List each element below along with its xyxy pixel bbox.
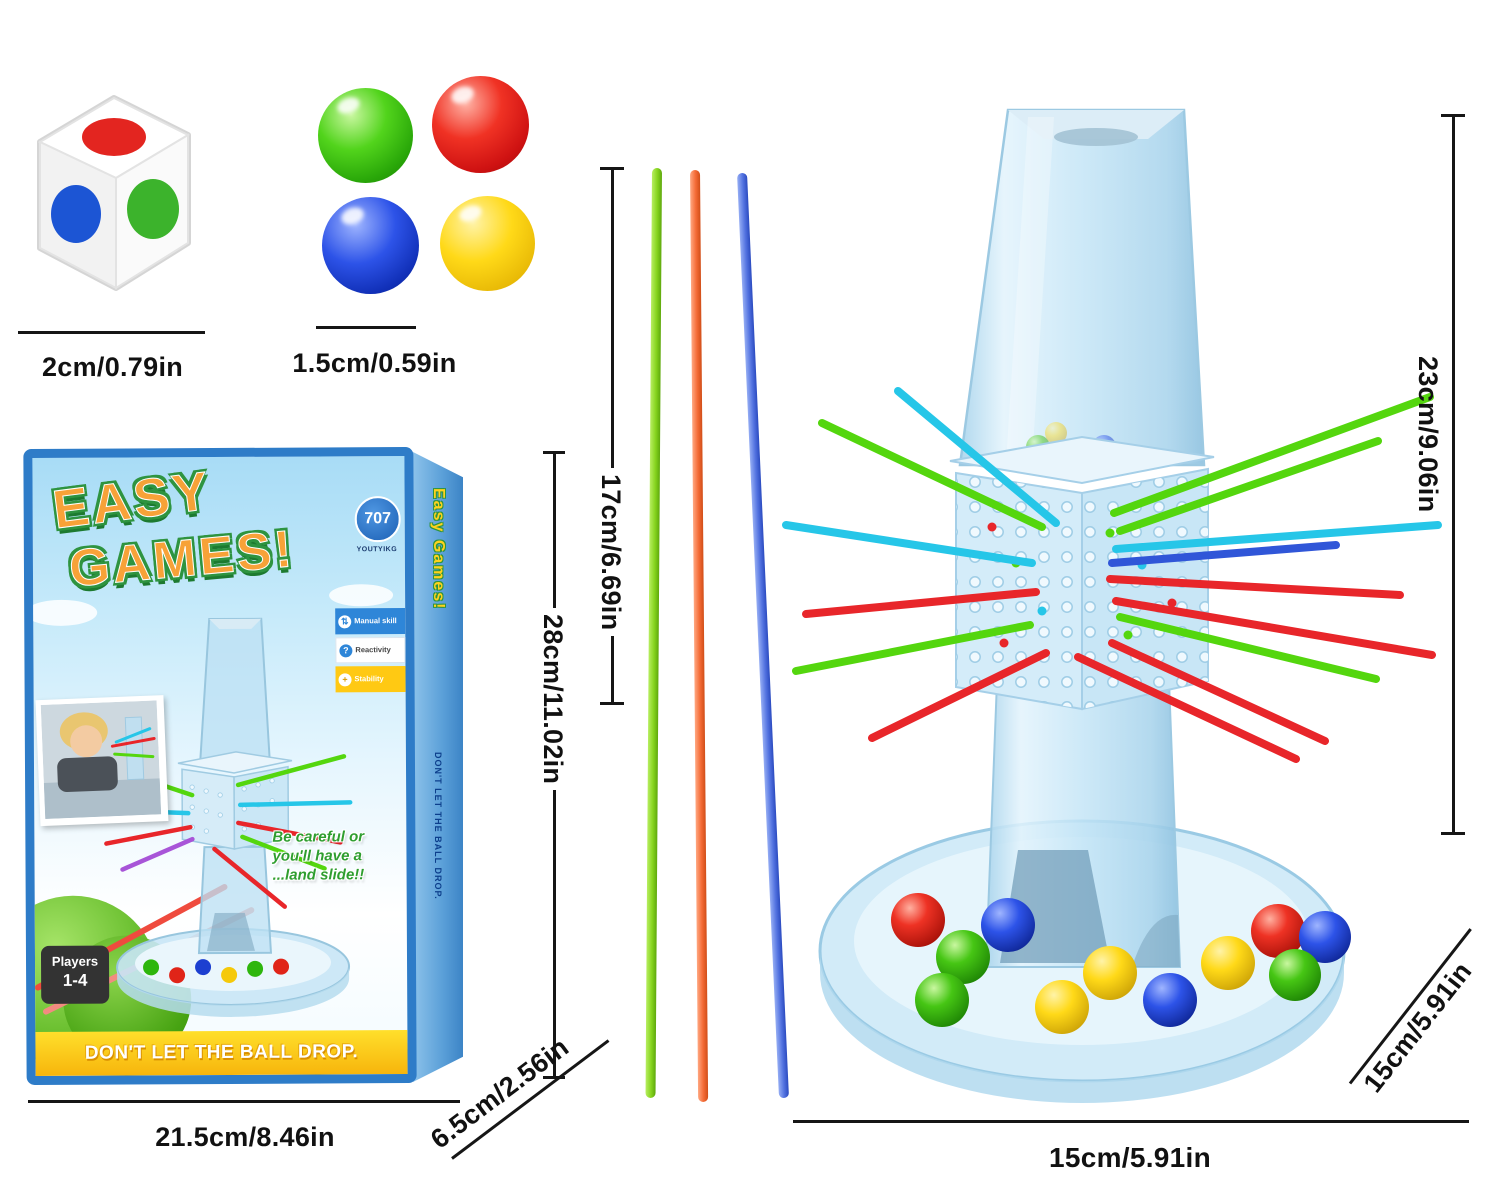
caution-text: Be careful or you'll have a ...land slid… [272, 828, 402, 885]
box-tower-illustration [91, 617, 353, 1017]
base-width-label: 15cm/5.91in [1048, 1142, 1212, 1173]
box-width-label: 21.5cm/8.46in [155, 1122, 335, 1152]
players-badge: Players 1-4 [40, 945, 110, 1004]
dice-dimension-label: 2cm/0.79in [41, 352, 184, 382]
inserted-sticks [782, 387, 1442, 763]
box-height-label: 28cm/11.02in [536, 608, 569, 791]
box-side-title: Easy Games! [430, 488, 447, 611]
ball-green [318, 88, 413, 183]
brand-badge-label: 707 [364, 510, 392, 528]
base-width-line [793, 1120, 1469, 1123]
dice-photo [37, 95, 191, 291]
game-stick-green [645, 167, 662, 1099]
ball-yellow [440, 196, 535, 291]
assembled-game-tower [782, 108, 1442, 1103]
dice-blue-dot [51, 185, 101, 243]
ball-dimension-label: 1.5cm/0.59in [292, 348, 457, 378]
cloud-shape [25, 599, 98, 627]
dice-dimension-line [18, 331, 205, 334]
tray-balls [891, 893, 1351, 1034]
ball-blue [322, 197, 419, 294]
game-box-side-panel: Easy Games! DON'T LET THE BALL DROP. [413, 452, 463, 1082]
tower-height-bottom-tick [1441, 832, 1465, 835]
stick-length-line [611, 167, 614, 704]
dice-red-dot [82, 118, 146, 156]
box-side-tagline: DON'T LET THE BALL DROP. [433, 752, 443, 900]
box-width-line [28, 1100, 460, 1103]
tagline-text: DON'T LET THE BALL DROP. [84, 1041, 359, 1064]
cloud-shape [329, 584, 394, 607]
game-box: Easy Games! DON'T LET THE BALL DROP. [23, 440, 465, 1090]
dice-green-dot [127, 179, 179, 239]
players-range: 1-4 [62, 970, 88, 991]
ball-dimension-line [316, 326, 416, 329]
tower-height-label: 23cm/9.06in [1413, 356, 1443, 513]
players-title: Players [51, 953, 99, 969]
tower-lower-column [984, 654, 1182, 968]
brand-badge: 707 [354, 496, 401, 543]
box-height-bottom-tick [543, 1076, 565, 1079]
box-photo-inset [35, 695, 169, 827]
tagline-strip: DON'T LET THE BALL DROP. [35, 1030, 408, 1076]
caution-line: you'll have a [272, 847, 362, 865]
game-stick-orange [690, 169, 709, 1103]
kid-playing-photo [40, 700, 162, 819]
game-box-front-panel: EASY GAMES! 707 YOUTYIKG ⇅ Manual skill … [23, 446, 417, 1086]
caution-line: Be careful or [272, 828, 365, 846]
stick-length-label: 17cm/6.69in [594, 468, 627, 637]
caution-line: ...land slide!! [272, 865, 365, 884]
tower-height-line [1452, 114, 1455, 834]
brand-badge-subtext: YOUTYIKG [356, 546, 398, 554]
tower-upper-column [958, 108, 1206, 467]
ball-red [432, 76, 529, 173]
stick-length-bottom-tick [600, 702, 624, 705]
base-tray-front-rim [820, 951, 1344, 1103]
